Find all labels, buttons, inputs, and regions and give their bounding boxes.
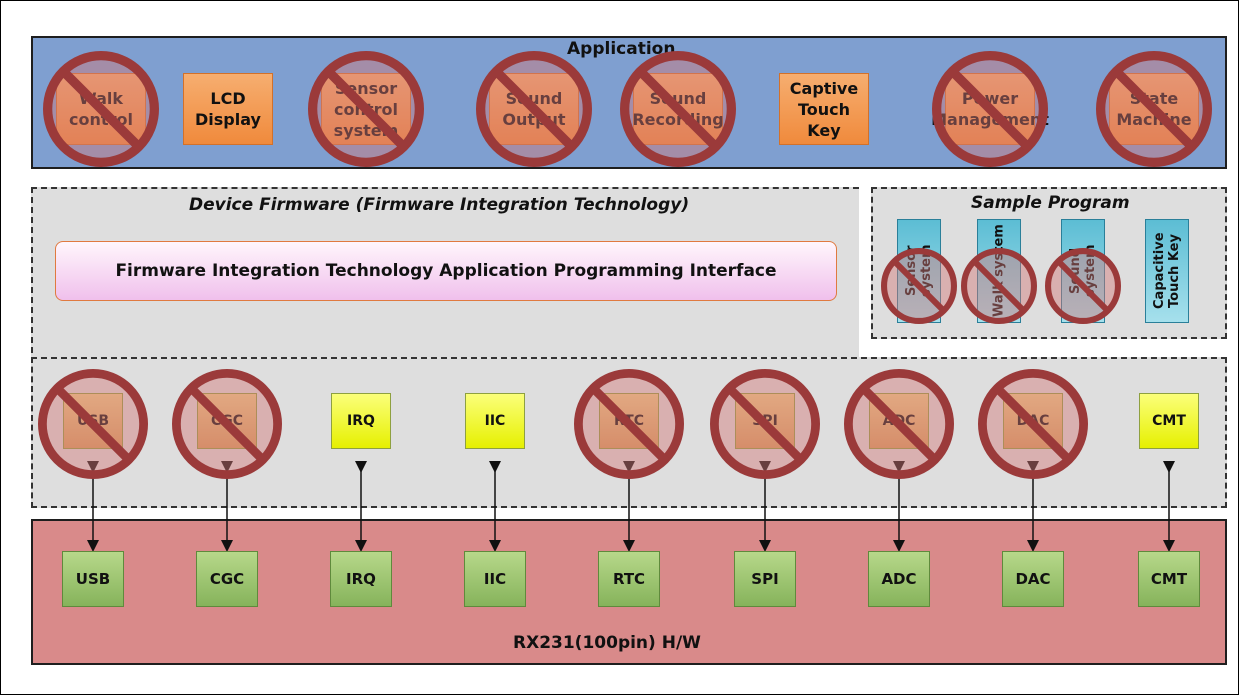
sample-program-title: Sample Program (971, 193, 1130, 213)
sample-module: Sound system (1061, 219, 1105, 323)
fit-api-bar: Firmware Integration Technology Applicat… (55, 241, 837, 301)
hardware-module: IRQ (330, 551, 392, 607)
hardware-module: SPI (734, 551, 796, 607)
driver-module: CMT (1139, 393, 1199, 449)
app-module: Sound Output (489, 73, 579, 145)
hardware-module: DAC (1002, 551, 1064, 607)
hardware-title: RX231(100pin) H/W (513, 633, 701, 653)
hardware-module: RTC (598, 551, 660, 607)
hardware-module: ADC (868, 551, 930, 607)
app-module: Sensor control system (321, 73, 411, 145)
driver-module: CGC (197, 393, 257, 449)
sample-module: Walk system (977, 219, 1021, 323)
driver-module: ADC (869, 393, 929, 449)
driver-module: SPI (735, 393, 795, 449)
app-module: Walk control (56, 73, 146, 145)
app-module: LCD Display (183, 73, 273, 145)
driver-module: IIC (465, 393, 525, 449)
app-module: Power Management (931, 73, 1049, 145)
app-module: Captive Touch Key (779, 73, 869, 145)
hardware-module: CGC (196, 551, 258, 607)
hardware-module: IIC (464, 551, 526, 607)
app-module: Sound Recording (632, 73, 724, 145)
hardware-module: USB (62, 551, 124, 607)
driver-module: DAC (1003, 393, 1063, 449)
app-module: State Machine (1109, 73, 1199, 145)
hardware-module: CMT (1138, 551, 1200, 607)
driver-module: IRQ (331, 393, 391, 449)
driver-module: USB (63, 393, 123, 449)
device-firmware-title: Device Firmware (Firmware Integration Te… (189, 195, 690, 215)
driver-module: RTC (599, 393, 659, 449)
sample-module: Capacitive Touch Key (1145, 219, 1189, 323)
sample-module: Sensor system (897, 219, 941, 323)
